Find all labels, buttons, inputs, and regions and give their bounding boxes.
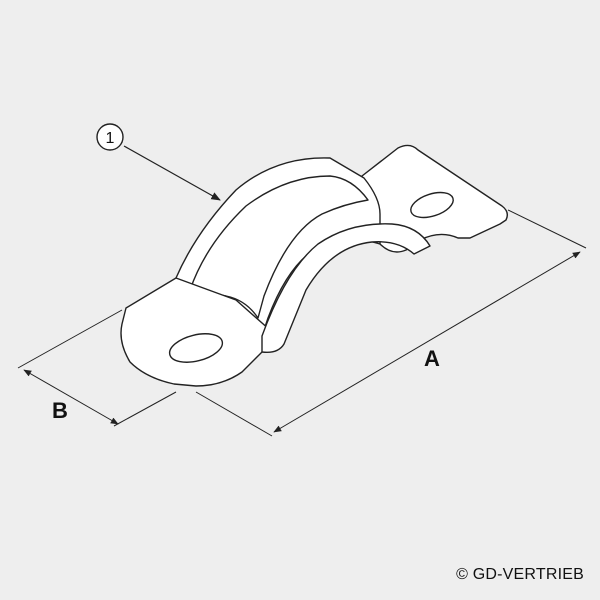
left-mounting-hole [168,333,224,363]
dimension-b-line [23,369,119,425]
part-callout: 1 [96,123,221,201]
arch-inner-face [189,175,369,319]
dimension-b-extension-top [17,309,123,369]
dimension-a-extension-right [507,209,587,249]
dimension-a-line [273,251,581,433]
pipe-clamp-part [120,144,509,387]
dimension-a-extension-left [195,391,273,437]
dimension-b [17,309,177,427]
dimension-b-label: B [52,398,68,423]
right-mounting-hole [410,191,454,219]
callout-leader [123,145,221,201]
dimension-a-label: A [424,346,440,371]
callout-number: 1 [106,130,115,147]
copyright-notice: © GD-VERTRIEB [456,566,584,583]
dimension-b-extension-bottom [113,391,177,427]
left-foot [120,277,271,387]
callout-circle [96,123,124,151]
dimension-a [195,209,587,437]
